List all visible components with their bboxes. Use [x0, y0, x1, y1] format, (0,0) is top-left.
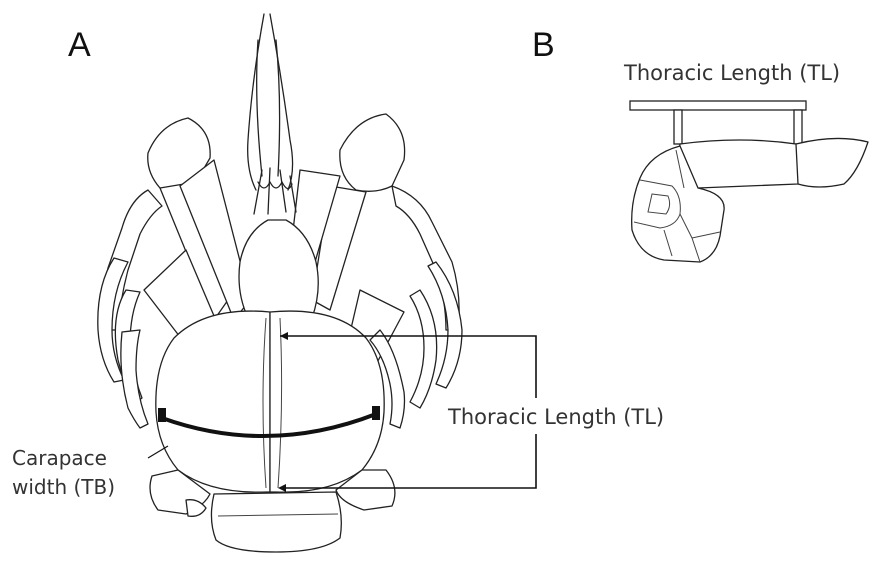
- panel-a-letter: A: [68, 26, 91, 64]
- panel-b-letter: B: [532, 26, 555, 64]
- carapace: [156, 311, 384, 492]
- thoracic-length-label-a: Thoracic Length (TL): [447, 405, 664, 429]
- thoracic-length-label-b: Thoracic Length (TL): [623, 61, 840, 85]
- crab-lateral-drawing: [632, 138, 868, 262]
- crab-dorsal-drawing: [98, 14, 462, 552]
- carapace-width-label-line1: Carapace: [12, 446, 107, 470]
- thoracic-length-bracket-b: [630, 101, 806, 144]
- antennae: [248, 14, 296, 214]
- carapace-width-label-line2: width (TB): [12, 475, 115, 499]
